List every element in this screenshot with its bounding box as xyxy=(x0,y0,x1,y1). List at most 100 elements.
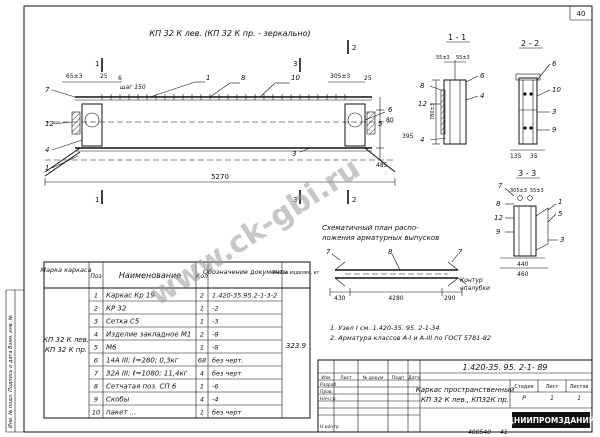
dim-5270: 5270 xyxy=(211,173,229,181)
section-2-2 xyxy=(510,63,551,151)
dim-460: 460 xyxy=(517,271,529,278)
margin-stamp-text: Инв. № подл. Подпись и дата Взам. инв. № xyxy=(8,315,14,428)
spec-doc: без черт xyxy=(212,409,241,417)
s3-callout-1: 1 xyxy=(558,198,562,206)
header-mark: Марка каркаса xyxy=(40,266,91,274)
drawing-title: КП 32 К лев. (КП 32 К пр. - зеркально) xyxy=(149,29,310,38)
header-qty: Кол xyxy=(196,273,208,280)
tb-role-checker: Пров. xyxy=(320,389,333,395)
tb-role-norm-control: Н.контр xyxy=(320,424,339,430)
spec-qty: 1 xyxy=(200,344,204,352)
title-block xyxy=(317,359,593,433)
spec-qty: 1 xyxy=(200,305,204,313)
s3-callout-5: 5 xyxy=(558,210,563,218)
tb-col-sign: Подп xyxy=(392,375,404,381)
spec-qty: 4 xyxy=(200,370,204,378)
spec-qty: 2 xyxy=(200,292,204,300)
spec-qty: 2 xyxy=(200,331,204,339)
tb-organization: ЦНИИПРОМЗДАНИЙ xyxy=(507,416,595,425)
s3-callout-12: 12 xyxy=(494,214,503,222)
s1-callout-4: 4 xyxy=(480,92,484,100)
spec-pos: 2 xyxy=(94,305,98,313)
tb-sheets: 1 xyxy=(577,395,581,402)
spec-name: Каркас Кр 19 xyxy=(106,292,155,300)
callout-1: 1 xyxy=(206,74,210,82)
tb-code: 400540 xyxy=(468,429,491,436)
dim-65: 65±3 xyxy=(66,73,83,80)
callout-4: 4 xyxy=(45,146,49,154)
callout-3: 3 xyxy=(292,150,296,158)
main-elevation xyxy=(44,40,396,204)
tb-col-date: Дата xyxy=(408,375,420,381)
spec-name: Сетка С5 xyxy=(106,318,140,326)
spec-qty: 1 xyxy=(200,318,204,326)
callout-12: 12 xyxy=(45,120,54,128)
s1-callout-4b: 4 xyxy=(420,136,424,144)
spec-pos: 8 xyxy=(94,383,98,391)
section-1-1-label: 1 - 1 xyxy=(448,33,466,42)
dim-4280: 4280 xyxy=(388,295,403,302)
tb-col-sheet: Лист xyxy=(340,375,352,381)
dim-6: 6 xyxy=(118,75,122,82)
schematic-plan xyxy=(329,253,467,296)
note-2: 2. Арматура классов А-I и А-III по ГОСТ … xyxy=(330,334,491,342)
s3-callout-3: 3 xyxy=(560,236,564,244)
dim-25: 25 xyxy=(100,73,108,80)
section-1-1 xyxy=(429,60,479,145)
tb-stage: Р xyxy=(522,395,526,402)
header-pos: Поз xyxy=(90,273,101,280)
spec-name: 32А III; ℓ=1080; 11,4кг xyxy=(106,370,188,378)
spec-pos: 6 xyxy=(94,357,98,365)
callout-8: 8 xyxy=(241,74,246,82)
contour-label-1: Контур xyxy=(460,277,483,284)
spec-doc: -8 xyxy=(212,344,218,352)
tb-description-1: Каркас пространственный xyxy=(416,386,515,394)
callout-6: 6 xyxy=(388,106,393,114)
tb-sheet: 1 xyxy=(550,395,554,402)
callout-10: 10 xyxy=(291,74,300,82)
tb-code-num: 41 xyxy=(500,429,508,436)
dim-25b: 25 xyxy=(364,75,372,82)
frame-mark-left: КП 32 К лев. xyxy=(43,336,89,344)
spec-pos: 1 xyxy=(94,292,98,300)
dim-305b: 305±3 xyxy=(510,188,527,194)
s2-callout-6: 6 xyxy=(552,60,557,68)
s3-callout-8: 8 xyxy=(496,200,501,208)
tb-col-doc: № докум xyxy=(363,375,384,381)
spec-pos: 4 xyxy=(94,331,98,339)
spec-pos: 3 xyxy=(94,318,98,326)
spec-name: Сетчатая поз. СП 6 xyxy=(106,383,177,391)
callout-1b: 1 xyxy=(45,164,49,172)
dim-290: 290 xyxy=(444,295,456,302)
spec-pos: 10 xyxy=(92,409,100,417)
s1-callout-8: 8 xyxy=(420,82,425,90)
stirrup-step: шаг 150 xyxy=(120,84,146,91)
tb-designation: 1.420-35. 95. 2-1- 89 xyxy=(463,363,548,372)
spec-pos: 9 xyxy=(94,396,98,404)
header-doc: Обозначение документа xyxy=(203,268,287,276)
spec-doc: -3 xyxy=(212,318,218,326)
dim-135: 135 xyxy=(510,153,522,160)
header-mass: Масса изделия, кг xyxy=(273,270,320,276)
dim-395: 395 xyxy=(402,133,414,140)
spec-qty: 4 xyxy=(200,396,204,404)
section-2-2-label: 2 - 2 xyxy=(521,39,539,48)
spec-name: Изделие закладное М1 xyxy=(106,331,191,339)
spec-name: Скобы xyxy=(106,396,130,404)
spec-doc: без черт. xyxy=(212,357,243,365)
cut-label-2-bottom: 2 xyxy=(352,196,356,204)
tb-role-group-head: Нач.гр. xyxy=(320,396,337,402)
spec-qty: 1 xyxy=(200,383,204,391)
callout-7: 7 xyxy=(45,86,50,94)
spec-qty: 1 xyxy=(200,409,204,417)
tb-stage-header: Стадия xyxy=(514,384,533,390)
tb-description-2: КП 32 К лев., КП32К пр. xyxy=(421,396,509,404)
spec-name: пакет ... xyxy=(106,409,136,417)
contour-label-2: опалубки xyxy=(460,285,490,292)
spec-name: КР 32 xyxy=(106,305,127,313)
spec-pos: 7 xyxy=(94,370,99,378)
spec-doc: -2 xyxy=(212,305,218,313)
s2-callout-3: 3 xyxy=(552,108,556,116)
spec-name: 14А III; ℓ=280; 0,3кг xyxy=(106,357,179,365)
